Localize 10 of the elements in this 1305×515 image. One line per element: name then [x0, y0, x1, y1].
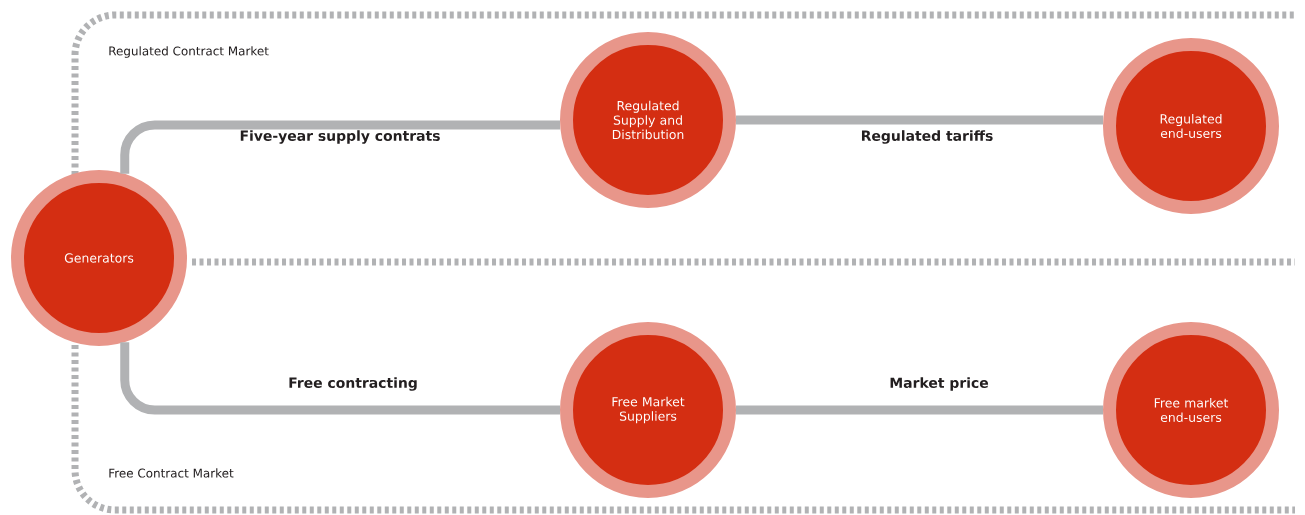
connector-line	[120, 342, 560, 415]
connector-line	[736, 115, 1103, 125]
region-label: Free Contract Market	[109, 468, 234, 478]
region-label: Regulated Contract Market	[109, 46, 269, 58]
edge-label: Regulated tariffs	[862, 130, 993, 144]
edge-label: Free contracting	[289, 377, 417, 391]
edge-label: Five-year supply contrats	[240, 130, 440, 144]
edge-label: Market price	[890, 377, 989, 391]
connector-line	[120, 120, 560, 174]
connector-line	[736, 405, 1103, 415]
